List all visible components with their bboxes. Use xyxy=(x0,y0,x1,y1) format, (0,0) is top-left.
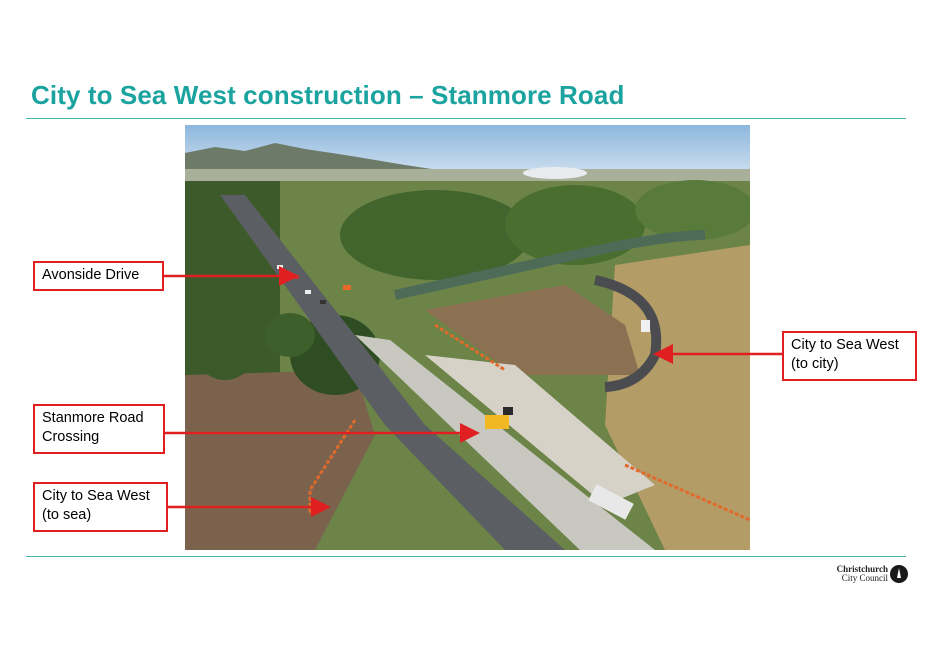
logo-line-2: City Council xyxy=(841,573,888,583)
callout-city-to-sea-west-to-sea: City to Sea West (to sea) xyxy=(33,482,168,532)
aerial-photo xyxy=(185,125,750,550)
christchurch-city-council-logo: Christchurch City Council xyxy=(830,565,910,585)
callout-stanmore-road-crossing: Stanmore Road Crossing xyxy=(33,404,165,454)
title-divider xyxy=(26,118,906,119)
callout-avonside-drive: Avonside Drive xyxy=(33,261,164,291)
callout-city-to-sea-west-to-city: City to Sea West (to city) xyxy=(782,331,917,381)
logo-line-1: Christchurch xyxy=(836,564,888,574)
slide-title: City to Sea West construction – Stanmore… xyxy=(31,80,625,110)
footer-divider xyxy=(26,556,906,557)
cathedral-icon xyxy=(890,565,908,583)
